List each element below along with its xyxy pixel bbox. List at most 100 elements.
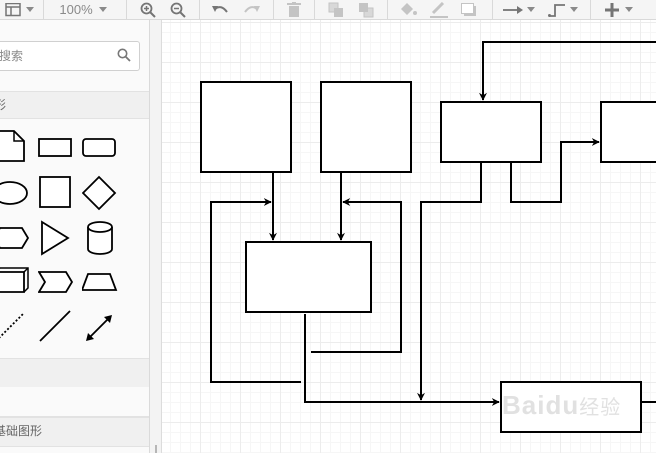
format-panel-toggle-button[interactable] bbox=[2, 0, 24, 19]
section-header-collapsed[interactable] bbox=[0, 358, 149, 388]
to-back-icon bbox=[359, 2, 374, 17]
chevron-down-icon bbox=[98, 7, 107, 12]
rounded-rectangle-shape-icon bbox=[82, 138, 116, 157]
insert-dropdown[interactable] bbox=[600, 0, 638, 19]
diagram-canvas[interactable]: Baidu经验 bbox=[162, 20, 656, 453]
resize-handle-icon[interactable]: ‖ bbox=[154, 444, 158, 453]
bidirectional-arrow-shape-icon bbox=[86, 315, 112, 341]
process-box-4[interactable] bbox=[600, 101, 656, 163]
step-shape-icon bbox=[38, 271, 74, 293]
chevron-down-icon bbox=[625, 7, 633, 12]
undo-icon bbox=[212, 5, 228, 13]
delete-button[interactable] bbox=[283, 0, 305, 19]
zoom-in-icon bbox=[140, 2, 156, 18]
diagram-svg bbox=[200, 41, 656, 433]
sidebar-resize-gutter[interactable]: ‖ bbox=[150, 20, 162, 453]
zoom-in-button[interactable] bbox=[138, 0, 158, 19]
rectangle-shape-icon bbox=[38, 138, 72, 157]
process-box-2[interactable] bbox=[320, 81, 412, 173]
shadow-icon bbox=[461, 2, 476, 16]
baidu-watermark: Baidu经验 bbox=[502, 390, 622, 420]
shape-item[interactable] bbox=[82, 266, 122, 306]
shape-item[interactable] bbox=[38, 130, 78, 170]
arrow-right-icon bbox=[503, 5, 523, 14]
chevron-down-icon bbox=[26, 7, 34, 12]
zoom-out-button[interactable] bbox=[168, 0, 188, 19]
section-header-general[interactable]: 形 bbox=[0, 91, 149, 119]
shape-item[interactable] bbox=[0, 309, 34, 349]
shape-sidebar: 形 bbox=[0, 20, 150, 453]
shape-palette bbox=[0, 123, 149, 353]
toolbar-divider bbox=[314, 0, 315, 19]
note-shape-icon bbox=[0, 130, 25, 162]
toolbar-divider bbox=[43, 0, 44, 19]
waypoints-dropdown[interactable] bbox=[545, 0, 581, 19]
shape-item[interactable] bbox=[0, 220, 34, 260]
trash-icon bbox=[287, 1, 301, 17]
zoom-level-dropdown[interactable]: 100% bbox=[52, 0, 114, 19]
bring-to-front-button[interactable] bbox=[325, 0, 347, 19]
shape-item[interactable] bbox=[38, 175, 78, 215]
panel-dropdown-button[interactable] bbox=[24, 0, 36, 19]
connector-arrow[interactable] bbox=[510, 138, 600, 203]
connector-arrow[interactable] bbox=[304, 314, 500, 406]
chevron-down-icon bbox=[570, 7, 578, 12]
fill-color-button[interactable] bbox=[397, 0, 419, 19]
section-header-more-shapes[interactable]: 基础图形 bbox=[0, 417, 149, 447]
toolbar-divider bbox=[199, 0, 200, 19]
ellipse-shape-icon bbox=[0, 181, 28, 205]
cube-shape-icon bbox=[0, 267, 29, 293]
plus-icon bbox=[605, 2, 619, 17]
undo-button[interactable] bbox=[210, 0, 232, 19]
line-color-button[interactable] bbox=[428, 0, 450, 19]
shape-item[interactable] bbox=[38, 309, 78, 349]
merge-box[interactable] bbox=[245, 241, 372, 313]
shape-item[interactable] bbox=[82, 130, 122, 170]
shape-item[interactable] bbox=[0, 130, 36, 170]
pencil-icon bbox=[430, 1, 448, 18]
connector-arrow[interactable] bbox=[479, 41, 656, 101]
dotted-line-shape-icon bbox=[0, 312, 25, 339]
shadow-button[interactable] bbox=[458, 0, 480, 19]
chevron-down-icon bbox=[527, 7, 535, 12]
shape-search-box[interactable] bbox=[0, 41, 140, 71]
shape-item[interactable] bbox=[38, 266, 78, 306]
shape-item[interactable] bbox=[0, 175, 32, 215]
panel-layout-icon bbox=[5, 2, 21, 16]
toolbar-divider bbox=[126, 0, 127, 19]
toolbar-divider bbox=[492, 0, 493, 19]
shape-item[interactable] bbox=[82, 175, 122, 215]
shape-search-input[interactable] bbox=[0, 47, 109, 65]
send-to-back-button[interactable] bbox=[355, 0, 377, 19]
section-header-label: 形 bbox=[0, 92, 6, 118]
cylinder-shape-icon bbox=[87, 221, 113, 255]
process-box-3[interactable] bbox=[440, 101, 542, 163]
shape-item[interactable] bbox=[40, 220, 80, 260]
zoom-out-icon bbox=[170, 2, 186, 18]
diamond-shape-icon bbox=[82, 175, 117, 211]
paint-bucket-icon bbox=[401, 2, 417, 15]
section-header-blank[interactable] bbox=[0, 387, 149, 417]
toolbar-divider bbox=[387, 0, 388, 19]
trapezoid-shape-icon bbox=[82, 273, 118, 291]
shape-item[interactable] bbox=[84, 309, 124, 349]
output-box[interactable] bbox=[500, 381, 642, 433]
redo-button[interactable] bbox=[240, 0, 262, 19]
connector-arrow[interactable] bbox=[210, 198, 301, 383]
shape-item[interactable] bbox=[0, 266, 32, 306]
triangle-shape-icon bbox=[41, 220, 70, 256]
hexagon-shape-icon bbox=[0, 227, 30, 249]
toolbar-divider bbox=[590, 0, 591, 19]
toolbar-divider bbox=[273, 0, 274, 19]
connector-arrow[interactable] bbox=[417, 162, 482, 401]
connection-style-dropdown[interactable] bbox=[501, 0, 537, 19]
redo-icon bbox=[244, 5, 260, 13]
section-header-label: 基础图形 bbox=[0, 424, 43, 438]
line-shape-icon bbox=[39, 310, 71, 342]
zoom-level-value: 100% bbox=[59, 2, 93, 17]
connector-arrow[interactable] bbox=[311, 198, 402, 353]
process-box-1[interactable] bbox=[200, 81, 292, 173]
toolbar: 100% bbox=[0, 0, 656, 20]
shape-item[interactable] bbox=[86, 220, 126, 260]
search-icon[interactable] bbox=[117, 48, 131, 62]
